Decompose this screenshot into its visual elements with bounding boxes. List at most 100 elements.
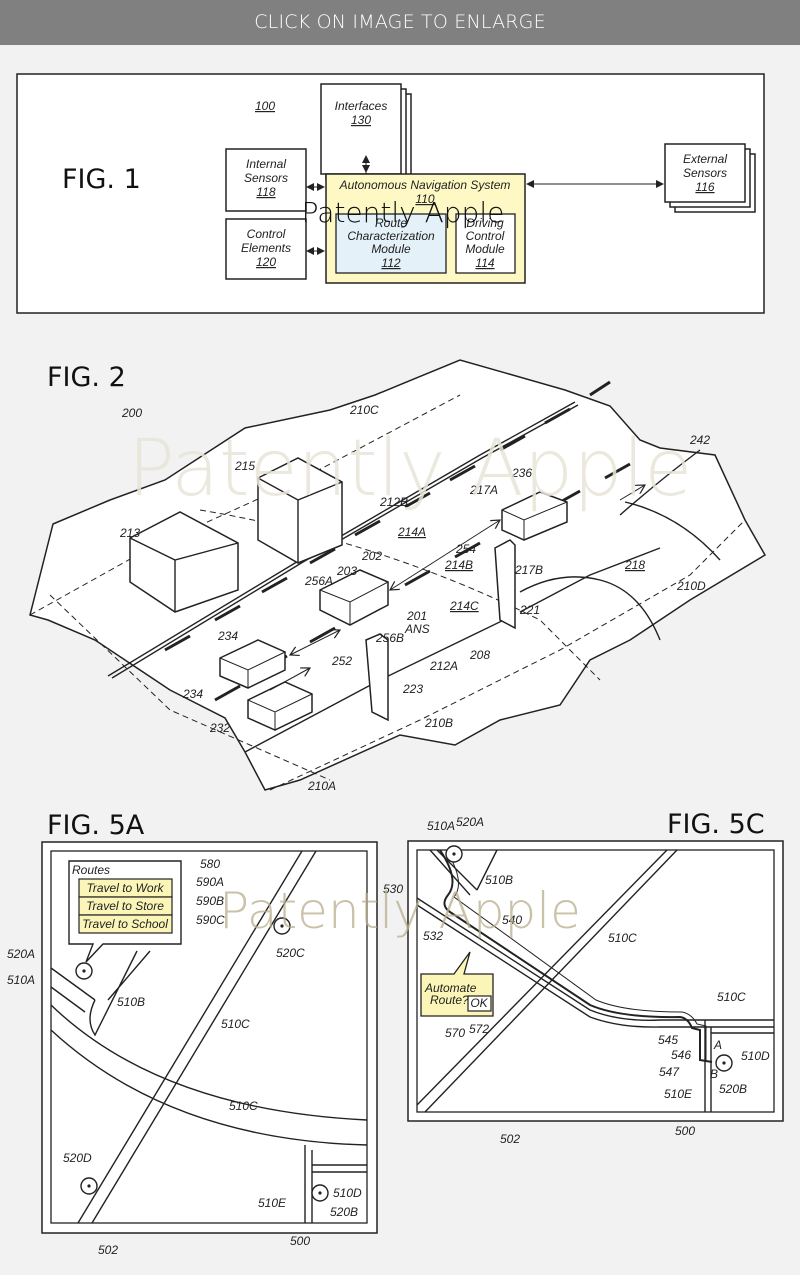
label-252: 252: [331, 654, 352, 668]
interfaces-num: 130: [351, 113, 371, 127]
fig5c-title: FIG. 5C: [667, 809, 765, 840]
label-590B: 590B: [196, 894, 224, 908]
label-532: 532: [423, 929, 443, 943]
control-elements-num: 120: [256, 255, 276, 269]
label-510A: 510A: [7, 973, 35, 987]
label-510E: 510E: [664, 1087, 693, 1101]
label-B: B: [710, 1067, 718, 1081]
internal-sensors-line1: Internal: [246, 157, 286, 171]
fig2-title: FIG. 2: [47, 362, 126, 393]
control-elements-block: Control Elements 120: [225, 218, 307, 280]
internal-sensors-line2: Sensors: [244, 171, 288, 185]
watermark-fig1: Patently Apple: [302, 196, 505, 229]
label-203: 203: [336, 564, 357, 578]
external-sensors-block: External Sensors 116: [664, 143, 756, 213]
highlighted-route-540[interactable]: [439, 849, 713, 1063]
fig5c-labels: 510A 520A 510B 530 532 540 510C 510C 570…: [383, 815, 770, 1146]
fig5a-title: FIG. 5A: [47, 810, 145, 841]
label-520D: 520D: [63, 1151, 92, 1165]
route-module-line3: Module: [371, 242, 411, 256]
boundary-210C: [29, 394, 461, 616]
internal-sensors-block: Internal Sensors 118: [225, 148, 307, 212]
route-module-line2: Characterization: [347, 229, 435, 243]
interfaces-block: Interfaces 130: [320, 83, 412, 185]
label-256B: 256B: [375, 631, 404, 645]
label-546: 546: [671, 1048, 691, 1062]
watermark-fig2: Patently Apple: [128, 424, 693, 514]
label-214A: 214A: [397, 525, 426, 539]
label-202: 202: [361, 549, 382, 563]
label-510C-b: 510C: [229, 1099, 258, 1113]
label-223: 223: [402, 682, 423, 696]
route-item-store[interactable]: Travel to Store: [78, 896, 173, 916]
label-520A: 520A: [7, 947, 35, 961]
enlarge-banner[interactable]: CLICK ON IMAGE TO ENLARGE: [0, 0, 800, 45]
distance-arrow-254: [390, 520, 500, 590]
label-214B: 214B: [444, 558, 473, 572]
driving-module-line3: Module: [465, 242, 505, 256]
label-212B: 212B: [379, 495, 408, 509]
label-234-left: 234: [182, 687, 203, 701]
label-510B: 510B: [485, 873, 513, 887]
route-item-work[interactable]: Travel to Work: [78, 878, 173, 898]
building-215: [257, 457, 343, 564]
label-510D: 510D: [741, 1049, 770, 1063]
label-218: 218: [624, 558, 645, 572]
figure-5a: FIG. 5A Routes Travel to Work Travel to …: [7, 810, 378, 1257]
figure-2: FIG. 2: [29, 359, 767, 793]
label-520C: 520C: [276, 946, 305, 960]
sign-223: [365, 633, 389, 722]
ans-label: Autonomous Navigation System: [339, 178, 511, 192]
label-215: 215: [234, 459, 255, 473]
route-item-school[interactable]: Travel to School: [78, 914, 173, 934]
label-547: 547: [659, 1065, 680, 1079]
route-module-num: 112: [381, 256, 400, 270]
label-217A: 217A: [469, 483, 498, 497]
label-510D: 510D: [333, 1186, 362, 1200]
vehicle-234: [219, 639, 286, 689]
label-520B: 520B: [330, 1205, 358, 1219]
road-edge-212B: [107, 401, 576, 677]
label-232: 232: [209, 721, 230, 735]
label-210B: 210B: [424, 716, 453, 730]
ans-block: Autonomous Navigation System 110 Route C…: [325, 173, 526, 284]
label-201: 201: [406, 609, 427, 623]
label-572: 572: [469, 1022, 489, 1036]
distance-arrow-252: [290, 630, 340, 655]
routes-menu-title: Routes: [72, 863, 110, 877]
control-elements-line1: Control: [247, 227, 286, 241]
label-208: 208: [469, 648, 490, 662]
label-213: 213: [119, 526, 140, 540]
label-510C-a: 510C: [608, 931, 637, 945]
ans-num: 110: [415, 192, 434, 206]
route-module-line1: Route: [375, 216, 407, 230]
label-540: 540: [502, 913, 522, 927]
label-210C: 210C: [349, 403, 379, 417]
label-500: 500: [290, 1234, 310, 1248]
building-213: [129, 511, 239, 613]
ok-button[interactable]: OK: [467, 995, 492, 1012]
control-elements-line2: Elements: [241, 241, 291, 255]
figure-5c: FIG. 5C Automate Route? OK 510A 520A 510…: [383, 809, 784, 1146]
label-510A: 510A: [427, 819, 455, 833]
prompt-line1: Automate: [424, 981, 477, 995]
label-530: 530: [383, 882, 403, 896]
fig2-labels: 200 210C 215 213 212B 214A 202 203 256A …: [119, 403, 710, 793]
label-214C: 214C: [449, 599, 479, 613]
label-510B: 510B: [117, 995, 145, 1009]
label-590C: 590C: [196, 913, 225, 927]
driving-module-line1: Driving: [466, 216, 504, 230]
label-520B: 520B: [719, 1082, 747, 1096]
external-sensors-line1: External: [683, 152, 727, 166]
prompt-line2: Route?: [430, 993, 469, 1007]
label-570: 570: [445, 1026, 465, 1040]
label-580: 580: [200, 857, 220, 871]
driving-module-num: 114: [475, 256, 494, 270]
ok-button-label: OK: [470, 996, 488, 1010]
fig1-ref-100: 100: [255, 99, 275, 113]
external-sensors-line2: Sensors: [683, 166, 727, 180]
label-500: 500: [675, 1124, 695, 1138]
vehicle-202: [319, 569, 389, 626]
label-510E: 510E: [258, 1196, 287, 1210]
